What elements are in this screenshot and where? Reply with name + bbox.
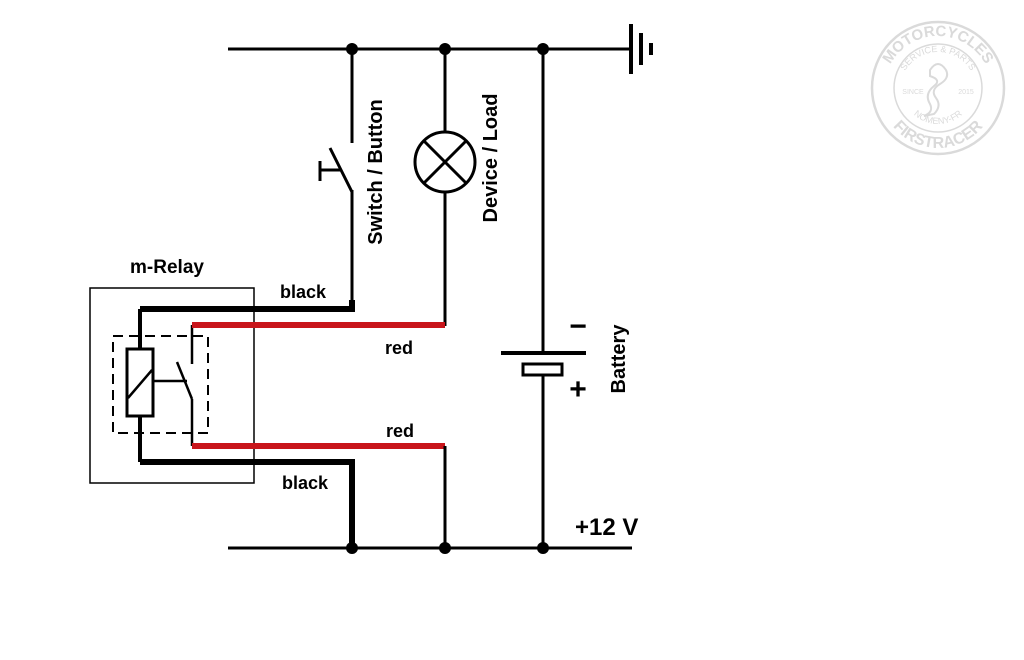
lamp-icon — [413, 49, 477, 326]
wire-red-bottom — [192, 443, 447, 548]
watermark-year: 2015 — [958, 89, 974, 96]
wire-label-black-bottom: black — [282, 473, 329, 493]
wire-label-black-top: black — [280, 282, 327, 302]
watermark-logo: MOTORCYCLES FIRSTRACER SERVICE & PARTS N… — [870, 20, 1006, 156]
battery-minus-label: − — [569, 310, 587, 343]
cobra-icon — [923, 63, 949, 117]
push-button-switch-icon — [318, 49, 354, 310]
relay-label: m-Relay — [130, 257, 204, 278]
relay-title: Switch / Button — [365, 99, 387, 245]
battery-icon — [501, 49, 586, 548]
wire-label-red-top: red — [385, 338, 413, 358]
battery-plus-label: + — [569, 373, 587, 406]
watermark-since: SINCE — [902, 89, 924, 96]
ground-icon — [629, 24, 653, 74]
relay-housing — [89, 287, 255, 484]
wire-black-bottom — [140, 459, 355, 548]
svg-text:NOMENY-FR: NOMENY-FR — [912, 108, 964, 126]
relay-icon — [112, 309, 209, 462]
wire-label-red-bottom: red — [386, 421, 414, 441]
voltage-label: +12 V — [575, 514, 638, 541]
battery-label: Battery — [608, 324, 630, 394]
wire-black-top — [140, 300, 355, 312]
watermark-inner-bottom-text: NOMENY-FR — [912, 108, 964, 126]
device-label: Device / Load — [480, 94, 502, 223]
